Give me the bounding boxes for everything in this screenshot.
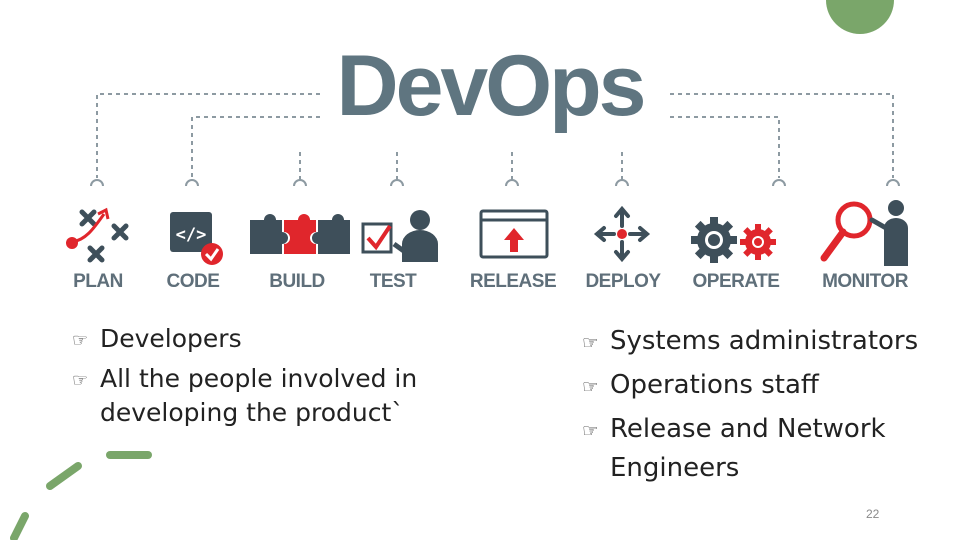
pointing-hand-icon: ☞ bbox=[582, 333, 599, 354]
pointing-hand-icon: ☞ bbox=[582, 377, 599, 398]
step-label-operate: OPERATE bbox=[692, 271, 780, 292]
devops-title: DevOps bbox=[336, 38, 646, 134]
step-label-deploy: DEPLOY bbox=[585, 271, 661, 292]
connector-lines bbox=[96, 93, 894, 180]
deploy-icon bbox=[593, 205, 651, 263]
bullet-item: ☞ Developers bbox=[64, 322, 464, 356]
step-label-code: CODE bbox=[166, 271, 220, 292]
bullet-item: ☞ Release and Network Engineers bbox=[574, 410, 954, 488]
bullet-text: Release and Network Engineers bbox=[610, 414, 886, 483]
bullet-text: Operations staff bbox=[610, 370, 819, 400]
green-dash-3 bbox=[10, 512, 29, 540]
outer-connector bbox=[96, 93, 894, 178]
step-label-build: BUILD bbox=[269, 271, 325, 292]
bullet-text: Systems administrators bbox=[610, 326, 919, 356]
step-label-release: RELEASE bbox=[469, 271, 557, 292]
pointing-hand-icon: ☞ bbox=[72, 370, 89, 391]
bullet-item: ☞ Systems administrators bbox=[574, 322, 954, 361]
connector-hooks bbox=[90, 179, 900, 187]
plan-icon bbox=[66, 207, 129, 263]
step-label-plan: PLAN bbox=[73, 271, 123, 292]
monitor-icon bbox=[820, 200, 908, 266]
corner-green-circle bbox=[826, 0, 894, 34]
test-icon bbox=[361, 210, 438, 262]
svg-text:</>: </> bbox=[176, 225, 207, 245]
left-bullet-list: ☞ Developers ☞ All the people involved i… bbox=[64, 322, 464, 436]
step-label-test: TEST bbox=[369, 271, 417, 292]
page-number: 22 bbox=[866, 507, 880, 521]
bullet-item: ☞ Operations staff bbox=[574, 366, 954, 405]
bullet-text: Developers bbox=[100, 324, 242, 353]
bullet-item: ☞ All the people involved in developing … bbox=[64, 362, 464, 430]
green-dash-2 bbox=[46, 462, 82, 490]
right-bullet-list: ☞ Systems administrators ☞ Operations st… bbox=[574, 322, 954, 493]
pointing-hand-icon: ☞ bbox=[72, 330, 89, 351]
gears-icon bbox=[691, 217, 776, 263]
release-icon bbox=[479, 209, 549, 259]
code-icon: </> bbox=[170, 212, 223, 265]
step-label-monitor: MONITOR bbox=[822, 271, 908, 292]
bullet-text: All the people involved in developing th… bbox=[100, 364, 418, 427]
puzzle-icon bbox=[250, 214, 350, 254]
inner-connector bbox=[191, 116, 780, 178]
pointing-hand-icon: ☞ bbox=[582, 421, 599, 442]
